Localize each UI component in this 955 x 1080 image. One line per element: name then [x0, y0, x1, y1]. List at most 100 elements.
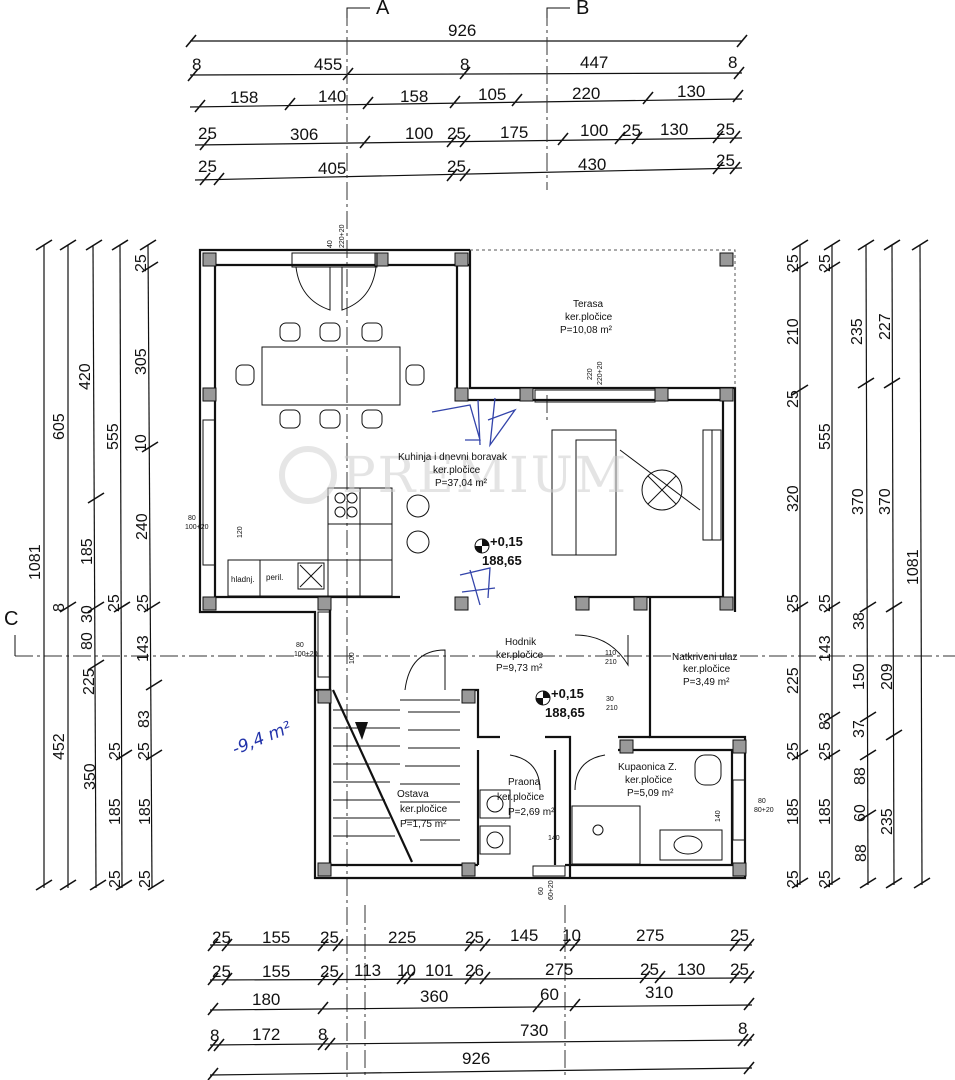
level-marker-main: +0,15 188,65 [474, 534, 523, 568]
fridge-label: hladnj. [231, 575, 255, 584]
section-marker-c: C [4, 608, 18, 630]
svg-text:P=37,04 m²: P=37,04 m² [435, 478, 488, 489]
left-dim: 185 [137, 798, 154, 825]
svg-text:P=1,75 m²: P=1,75 m² [400, 819, 447, 830]
left-dim: 240 [134, 513, 151, 540]
top-dim: 25 [447, 157, 466, 176]
bottom-dim: 275 [636, 926, 664, 945]
svg-text:P=10,08 m²: P=10,08 m² [560, 325, 613, 336]
svg-text:210: 210 [606, 705, 618, 712]
top-dim: 175 [500, 123, 528, 142]
right-dim: 88 [852, 767, 869, 785]
room-laundry: Praona ker.pločice P=2,69 m² [497, 777, 555, 818]
svg-text:+0,15: +0,15 [490, 534, 523, 549]
bottom-dim: 8 [318, 1025, 327, 1044]
left-dim: 25 [107, 742, 124, 760]
svg-text:140: 140 [548, 835, 560, 842]
bottom-dim: 155 [262, 928, 290, 947]
right-dim: 320 [785, 485, 802, 512]
left-dim: 350 [82, 763, 99, 790]
left-dim: 25 [106, 594, 123, 612]
top-dim: 25 [198, 157, 217, 176]
bottom-dim: 25 [730, 960, 749, 979]
svg-text:80: 80 [188, 515, 196, 522]
right-dim: 143 [817, 635, 834, 662]
handwritten-area-note: -9,4 m² [229, 718, 294, 760]
svg-text:ker.pločice: ker.pločice [497, 792, 545, 803]
right-dim: 227 [877, 313, 894, 340]
bottom-dim: 25 [320, 928, 339, 947]
top-dim: 447 [580, 53, 608, 72]
top-dim: 130 [677, 82, 705, 101]
svg-text:60+20: 60+20 [548, 880, 555, 900]
right-dim: 88 [853, 844, 870, 862]
right-dim: 25 [785, 870, 802, 888]
bottom-dim: 25 [640, 960, 659, 979]
svg-text:ker.pločice: ker.pločice [400, 804, 448, 815]
right-dim: 25 [785, 594, 802, 612]
svg-text:Kuhinja i dnevni boravak: Kuhinja i dnevni boravak [398, 452, 508, 463]
top-dim: 140 [318, 87, 346, 106]
svg-text:188,65: 188,65 [482, 553, 522, 568]
top-dim: 25 [447, 124, 466, 143]
left-dim: 555 [105, 423, 122, 450]
svg-text:ker.pločice: ker.pločice [565, 312, 613, 323]
bottom-dim: 360 [420, 987, 448, 1006]
svg-text:220+20: 220+20 [597, 361, 604, 385]
right-dimensions: 25 210 25 320 25 225 25 185 25 25 555 25… [785, 239, 931, 889]
section-axes: A B C [4, 0, 955, 1078]
room-storage: Ostava ker.pločice P=1,75 m² [397, 789, 448, 830]
bottom-dim: 180 [252, 990, 280, 1009]
left-dim: 185 [79, 538, 96, 565]
bottom-dim: 25 [212, 928, 231, 947]
bottom-dim: 310 [645, 983, 673, 1002]
bottom-dim: 113 [354, 961, 381, 980]
watermark: PREMIUM [279, 446, 626, 504]
left-dim: 8 [51, 603, 68, 612]
left-dim: 605 [51, 413, 68, 440]
svg-text:100+20: 100+20 [294, 651, 318, 658]
svg-text:140: 140 [715, 810, 722, 822]
svg-text:P=5,09 m²: P=5,09 m² [627, 788, 674, 799]
top-dim: 455 [314, 55, 342, 74]
svg-text:Praona: Praona [508, 777, 541, 788]
top-dim: 25 [198, 124, 217, 143]
right-dim: 25 [785, 390, 802, 408]
bottom-dim: 275 [545, 960, 573, 979]
bottom-dim: 130 [677, 960, 705, 979]
bottom-dim: 172 [252, 1025, 280, 1044]
opening-labels: 40 220+20 80 100+20 120 220 220+20 80 10… [185, 224, 774, 900]
level-marker-hall: +0,15 188,65 [535, 686, 585, 720]
bottom-dim: 225 [388, 928, 416, 947]
svg-text:ker.pločice: ker.pločice [683, 664, 731, 675]
left-dim: 143 [135, 635, 152, 662]
svg-text:ker.pločice: ker.pločice [625, 775, 673, 786]
svg-text:80: 80 [296, 642, 304, 649]
section-marker-a: A [376, 0, 390, 19]
bottom-dim: 25 [730, 926, 749, 945]
top-dim: 220 [572, 84, 600, 103]
svg-text:210: 210 [605, 659, 617, 666]
svg-text:P=2,69 m²: P=2,69 m² [508, 807, 555, 818]
svg-text:60: 60 [538, 887, 545, 895]
right-dim: 150 [851, 663, 868, 690]
right-dim: 555 [817, 423, 834, 450]
left-dimensions: 1081 605 8 452 420 185 80 30 225 350 555… [27, 239, 165, 891]
right-dim: 83 [817, 712, 834, 730]
right-dim: 37 [851, 720, 868, 738]
svg-text:110: 110 [605, 650, 616, 657]
top-dim: 8 [192, 55, 201, 74]
right-dim: 25 [817, 254, 834, 272]
left-dim-total: 1081 [27, 544, 44, 580]
svg-text:Ostava: Ostava [397, 789, 429, 800]
top-dim: 158 [400, 87, 428, 106]
staircase [332, 689, 460, 863]
left-dim: 25 [136, 742, 153, 760]
right-dim: 25 [817, 594, 834, 612]
top-dim: 25 [716, 120, 735, 139]
bottom-dim: 10 [397, 961, 416, 980]
right-dim: 25 [817, 742, 834, 760]
right-dim: 25 [785, 254, 802, 272]
right-dim: 25 [785, 742, 802, 760]
top-dim-total: 926 [448, 21, 476, 40]
